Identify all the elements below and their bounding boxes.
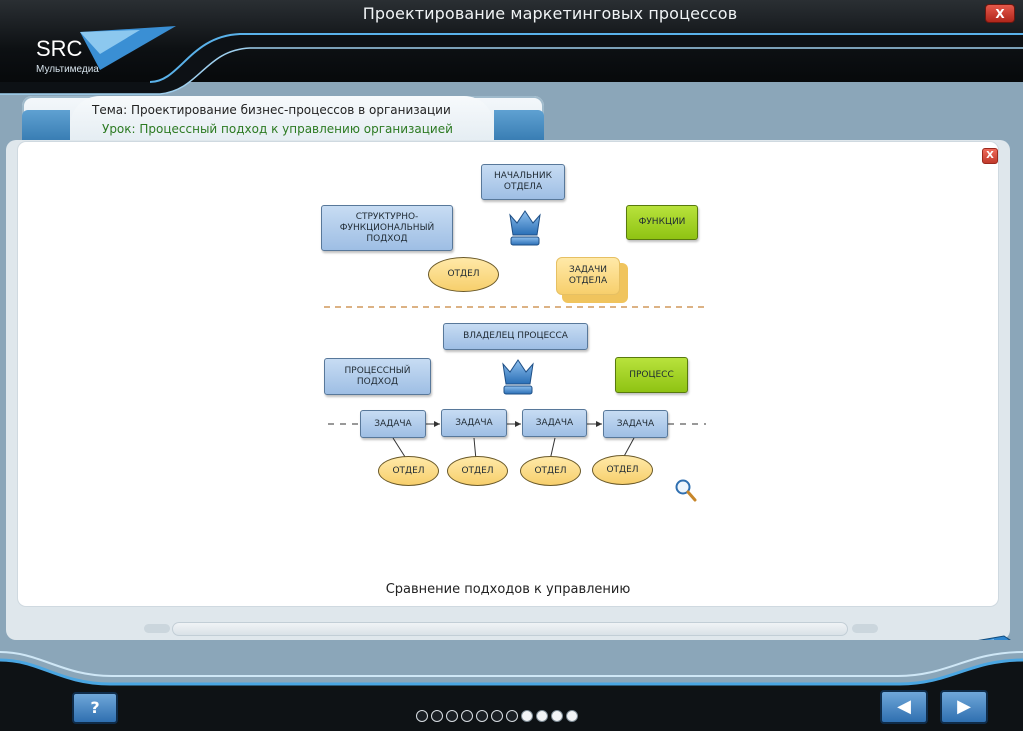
- logo-swoosh-icon: [80, 26, 176, 70]
- page-dot[interactable]: [506, 710, 518, 722]
- functions-box: ФУНКЦИИ: [626, 205, 698, 240]
- department-tasks-note: ЗАДАЧИ ОТДЕЛА: [556, 257, 620, 295]
- header-inner: [70, 96, 494, 148]
- process-approach-box: ПРОЦЕССНЫЙ ПОДХОД: [324, 358, 431, 395]
- arrow-head-1: [434, 421, 440, 427]
- department-oval: ОТДЕЛ: [592, 455, 653, 485]
- page-indicator: [416, 710, 578, 724]
- scroll-left-end[interactable]: [144, 624, 170, 633]
- process-owner-box: ВЛАДЕЛЕЦ ПРОЦЕССА: [443, 323, 588, 350]
- logo-subtitle: Мультимедиа: [36, 64, 99, 75]
- page-dot[interactable]: [521, 710, 533, 722]
- department-oval: ОТДЕЛ: [447, 456, 508, 486]
- page-dot[interactable]: [551, 710, 563, 722]
- page-dot[interactable]: [566, 710, 578, 722]
- crown-icon: [502, 359, 534, 395]
- task-box: ЗАДАЧА: [360, 410, 426, 438]
- task-box: ЗАДАЧА: [441, 409, 507, 437]
- process-box: ПРОЦЕСС: [615, 357, 688, 393]
- page-dot[interactable]: [446, 710, 458, 722]
- page-dot[interactable]: [431, 710, 443, 722]
- diagram-caption: Сравнение подходов к управлению: [385, 582, 631, 597]
- app-title: Проектирование маркетинговых процессов: [362, 4, 738, 23]
- page-dot[interactable]: [461, 710, 473, 722]
- lesson-label: Урок: Процессный подход к управлению орг…: [102, 122, 453, 136]
- crown-icon: [509, 210, 541, 246]
- logo: SRC Мультимедиа: [0, 24, 190, 82]
- horizontal-scrollbar[interactable]: [172, 622, 848, 636]
- close-panel-button[interactable]: X: [982, 148, 998, 164]
- department-head-box: НАЧАЛЬНИК ОТДЕЛА: [481, 164, 565, 200]
- arrow-head-3: [596, 421, 602, 427]
- department-oval: ОТДЕЛ: [428, 257, 499, 292]
- page-dot[interactable]: [536, 710, 548, 722]
- next-page-button[interactable]: ▶: [940, 690, 988, 724]
- close-app-button[interactable]: X: [985, 4, 1015, 23]
- department-oval: ОТДЕЛ: [378, 456, 439, 486]
- structural-approach-box: СТРУКТУРНО-ФУНКЦИОНАЛЬНЫЙ ПОДХОД: [321, 205, 453, 251]
- logo-text: SRC: [36, 36, 83, 61]
- page-dot[interactable]: [416, 710, 428, 722]
- prev-page-button[interactable]: ◀: [880, 690, 928, 724]
- top-wave-decoration: [0, 33, 1023, 95]
- page-dot[interactable]: [491, 710, 503, 722]
- page-dot[interactable]: [476, 710, 488, 722]
- arrow-head-2: [515, 421, 521, 427]
- lesson-header: [22, 96, 544, 148]
- department-oval: ОТДЕЛ: [520, 456, 581, 486]
- help-button[interactable]: ?: [72, 692, 118, 724]
- scroll-right-end[interactable]: [852, 624, 878, 633]
- task-box: ЗАДАЧА: [522, 409, 587, 437]
- task-box: ЗАДАЧА: [603, 410, 668, 438]
- zoom-magnifier-icon[interactable]: [674, 478, 698, 504]
- topic-label: Тема: Проектирование бизнес-процессов в …: [92, 103, 451, 117]
